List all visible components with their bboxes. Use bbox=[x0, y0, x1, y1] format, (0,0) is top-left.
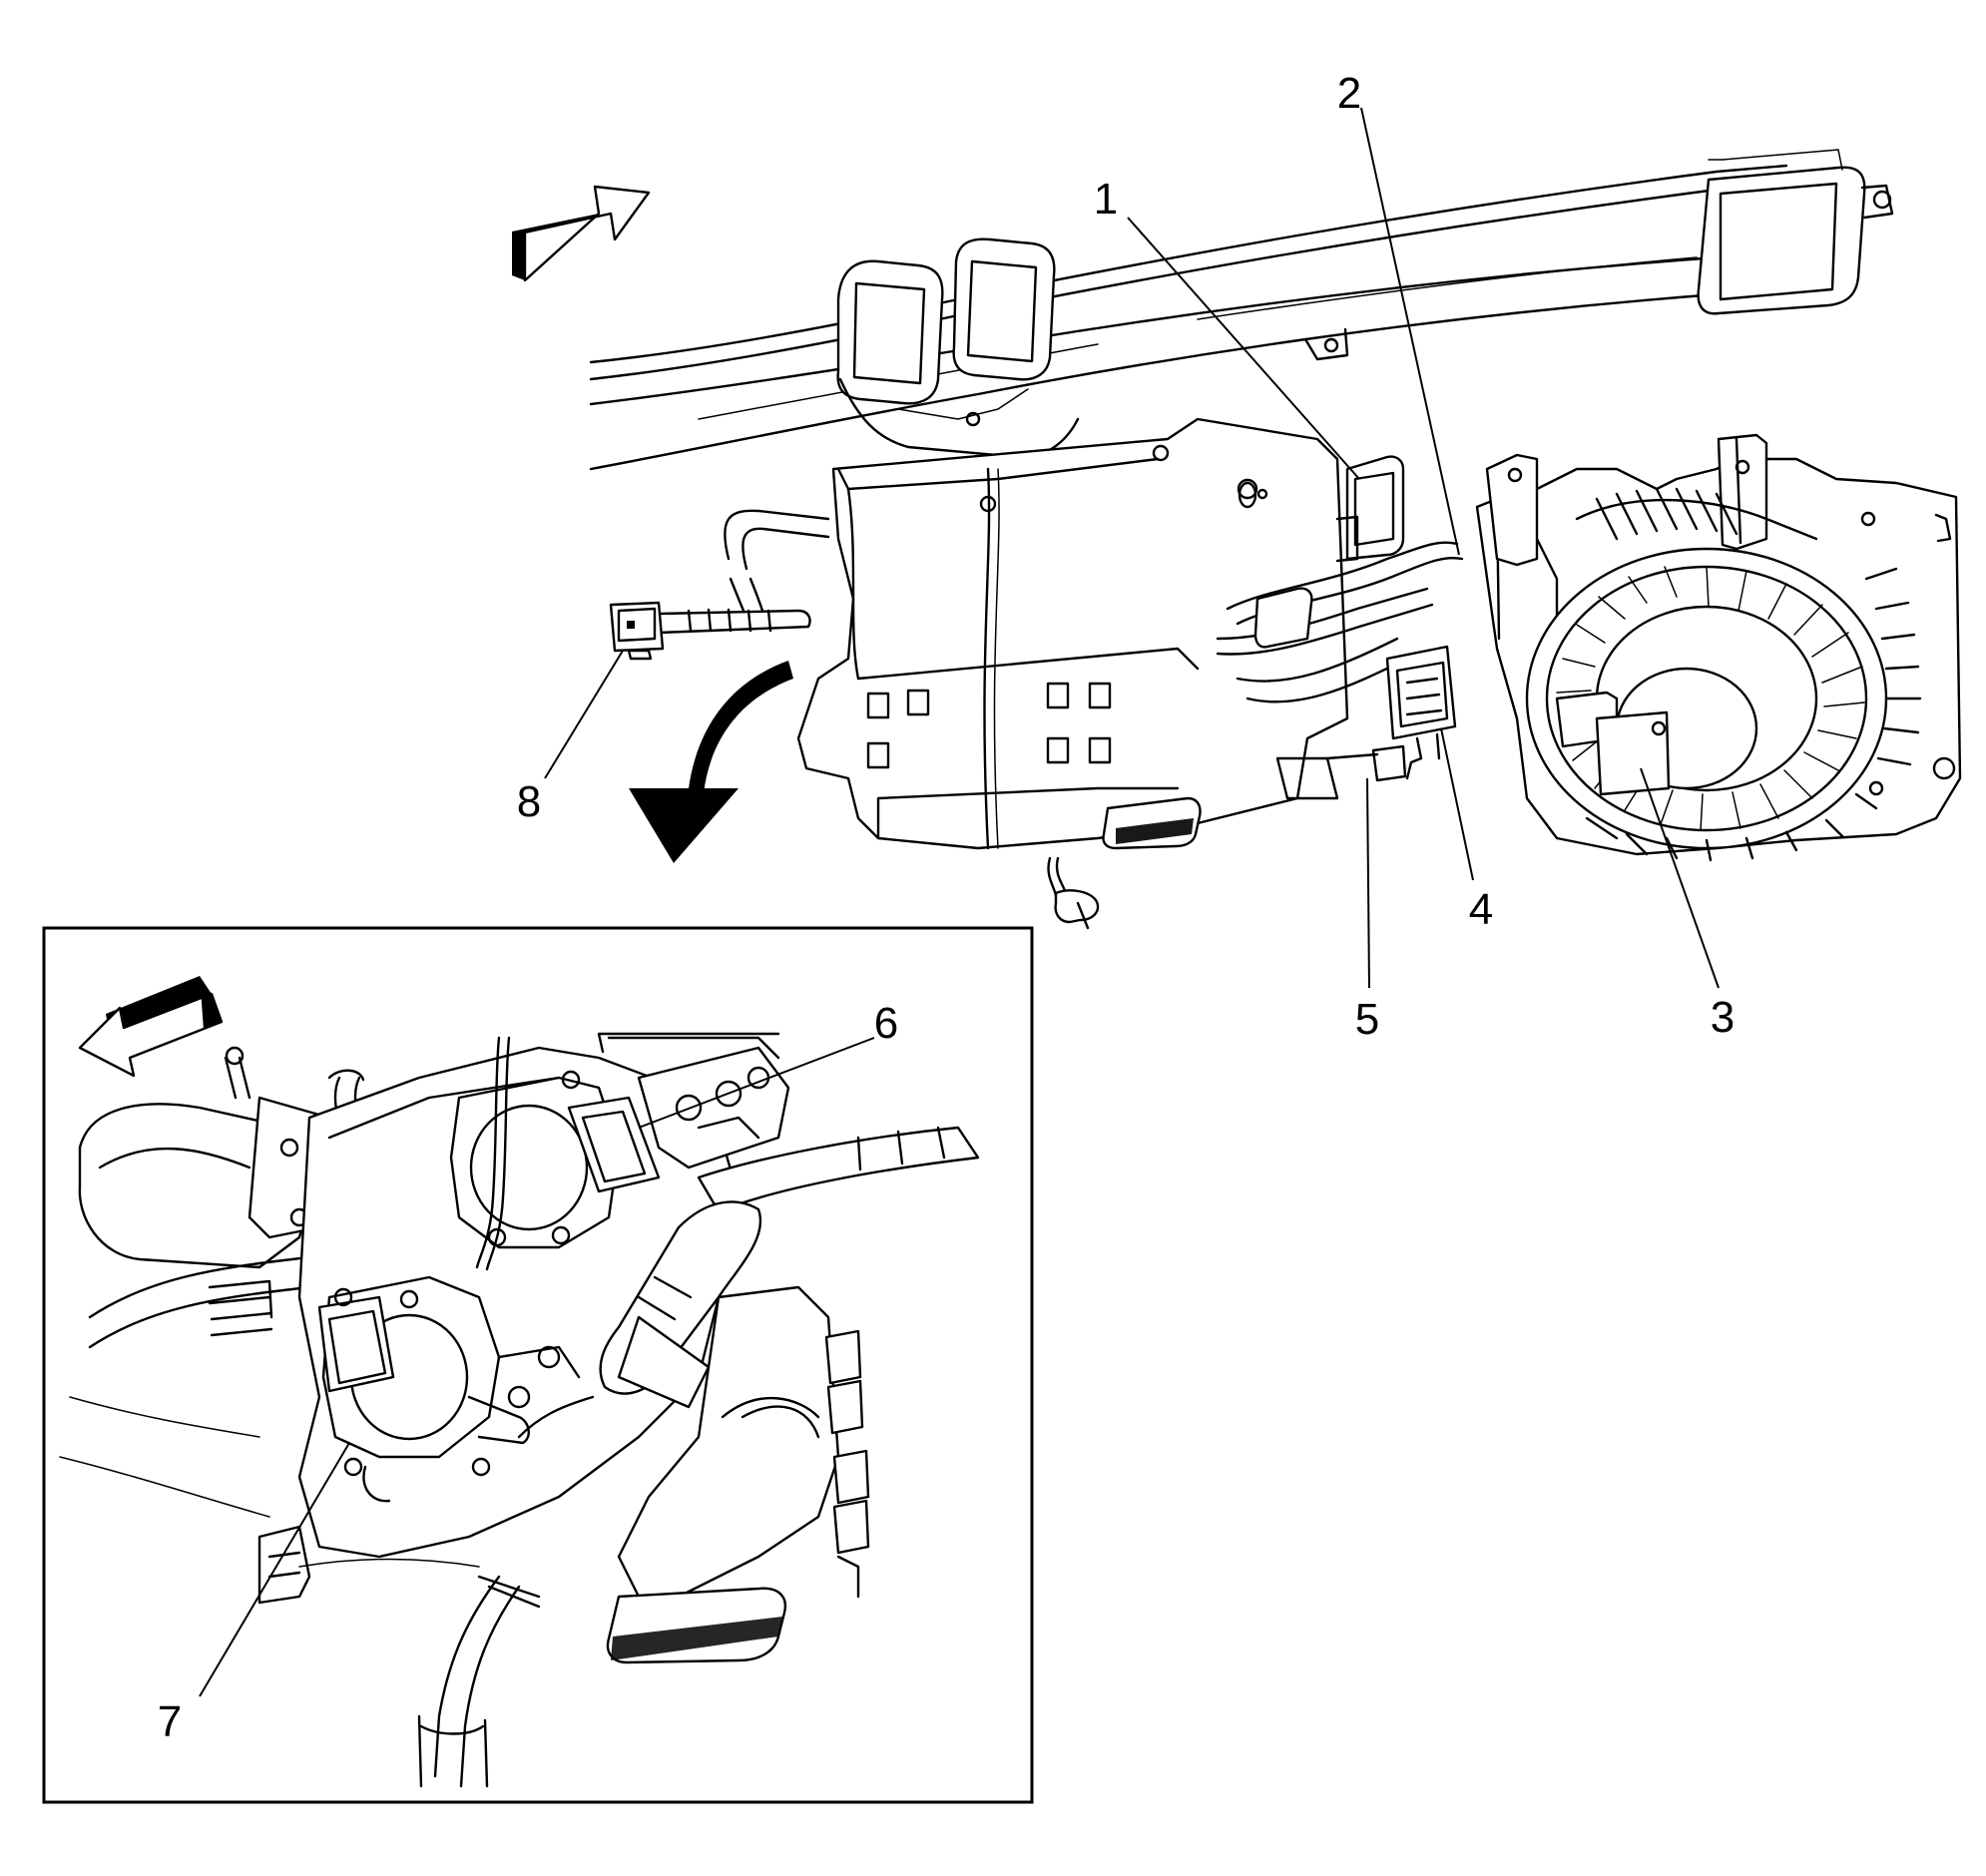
curved-removal-arrow-icon bbox=[629, 661, 793, 863]
forward-direction-arrow-icon bbox=[78, 976, 224, 1078]
hvac-case bbox=[796, 417, 1349, 930]
forward-direction-arrow-icon bbox=[512, 185, 651, 282]
callout-2: 2 bbox=[1337, 69, 1361, 118]
callout-4: 4 bbox=[1469, 885, 1493, 934]
main-view: 1 2 3 4 5 8 bbox=[512, 69, 1962, 1044]
detail-inset: 6 7 bbox=[42, 926, 1034, 1804]
callout-3: 3 bbox=[1711, 993, 1735, 1042]
callout-5: 5 bbox=[1355, 995, 1379, 1044]
callout-7-leader bbox=[199, 1442, 350, 1697]
blower-fins bbox=[1556, 566, 1865, 831]
inset-drawing bbox=[59, 1032, 980, 1788]
callout-6-leader bbox=[638, 1037, 875, 1129]
callout-8: 8 bbox=[517, 777, 541, 826]
callout-leaders bbox=[544, 107, 1720, 989]
instrument-panel-duct bbox=[589, 149, 1894, 471]
center-vent-outlets bbox=[836, 237, 1080, 459]
blower-motor-assembly bbox=[1475, 433, 1962, 862]
evaporator-lines bbox=[1216, 455, 1464, 800]
callout-7: 7 bbox=[158, 1697, 182, 1746]
callout-1: 1 bbox=[1094, 175, 1118, 224]
callout-labels: 1 2 3 4 5 8 bbox=[517, 69, 1735, 1044]
heater-hoses bbox=[609, 509, 830, 661]
callout-6: 6 bbox=[874, 999, 898, 1048]
